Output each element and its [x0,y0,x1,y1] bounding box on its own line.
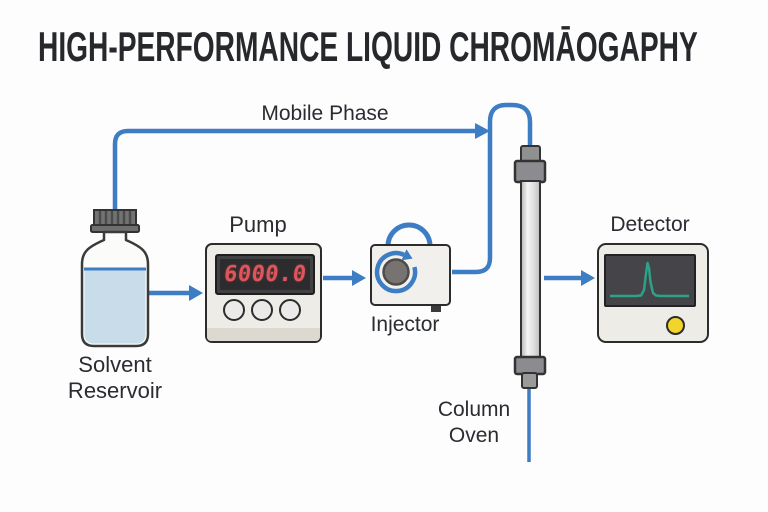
detector-screen [604,254,696,307]
injector-unit [370,244,451,306]
pump-label: Pump [229,212,287,237]
reservoir-to-pump-arrow-icon [189,285,203,301]
solvent-reservoir-label-line2: Reservoir [67,378,163,403]
pump-button-3 [279,299,301,321]
column-bottom-nut [513,355,547,376]
diagram-title: HIGH-PERFORMANCE LIQUID CHROMĀOGAPHY [38,23,698,70]
chromatogram-graphic [610,261,689,298]
column-to-detector-arrow-icon [581,270,595,286]
column-top-nut [513,159,547,184]
column [513,145,547,389]
detector-unit [597,243,709,343]
solvent-reservoir-bottle [80,209,150,348]
column-oven-label-line1: Column [437,398,511,421]
bottle-cap-ribs [98,211,132,226]
pump-to-injector-arrow-icon [352,270,366,286]
pump-base-strip [207,328,320,341]
pump-button-1 [223,299,245,321]
mobile-phase-arrow-icon [475,123,490,139]
mobile-phase-tube [112,128,476,209]
rotation-arrow-icon [374,250,418,294]
solvent-reservoir-label: Solvent Reservoir [68,352,162,404]
column-oven-label: Column Oven [438,397,510,449]
detector-label: Detector [610,213,690,236]
injector-knob [382,258,410,286]
injector-label: Injector [370,313,440,336]
sample-loop-arc-icon [385,222,433,247]
bottle-liquid [84,269,146,344]
injector-valve-graphic [374,249,418,294]
pump-display-screen: 6000.0 [220,259,310,290]
pump-display: 6000.0 [215,254,315,295]
column-tube [520,180,541,360]
injector-to-column-tube [452,102,533,275]
solvent-reservoir-label-line1: Solvent [78,352,152,377]
column-oven-label-line2: Oven [448,424,500,447]
rotation-arrowhead-icon [401,249,413,261]
pump-unit: 6000.0 [205,243,322,343]
column-bottom-tip [521,372,538,389]
chromatogram-peak [610,261,689,298]
mobile-phase-label: Mobile Phase [261,102,389,125]
detector-power-button [666,316,685,335]
pump-display-value: 6000.0 [222,262,308,287]
pump-button-2 [251,299,273,321]
